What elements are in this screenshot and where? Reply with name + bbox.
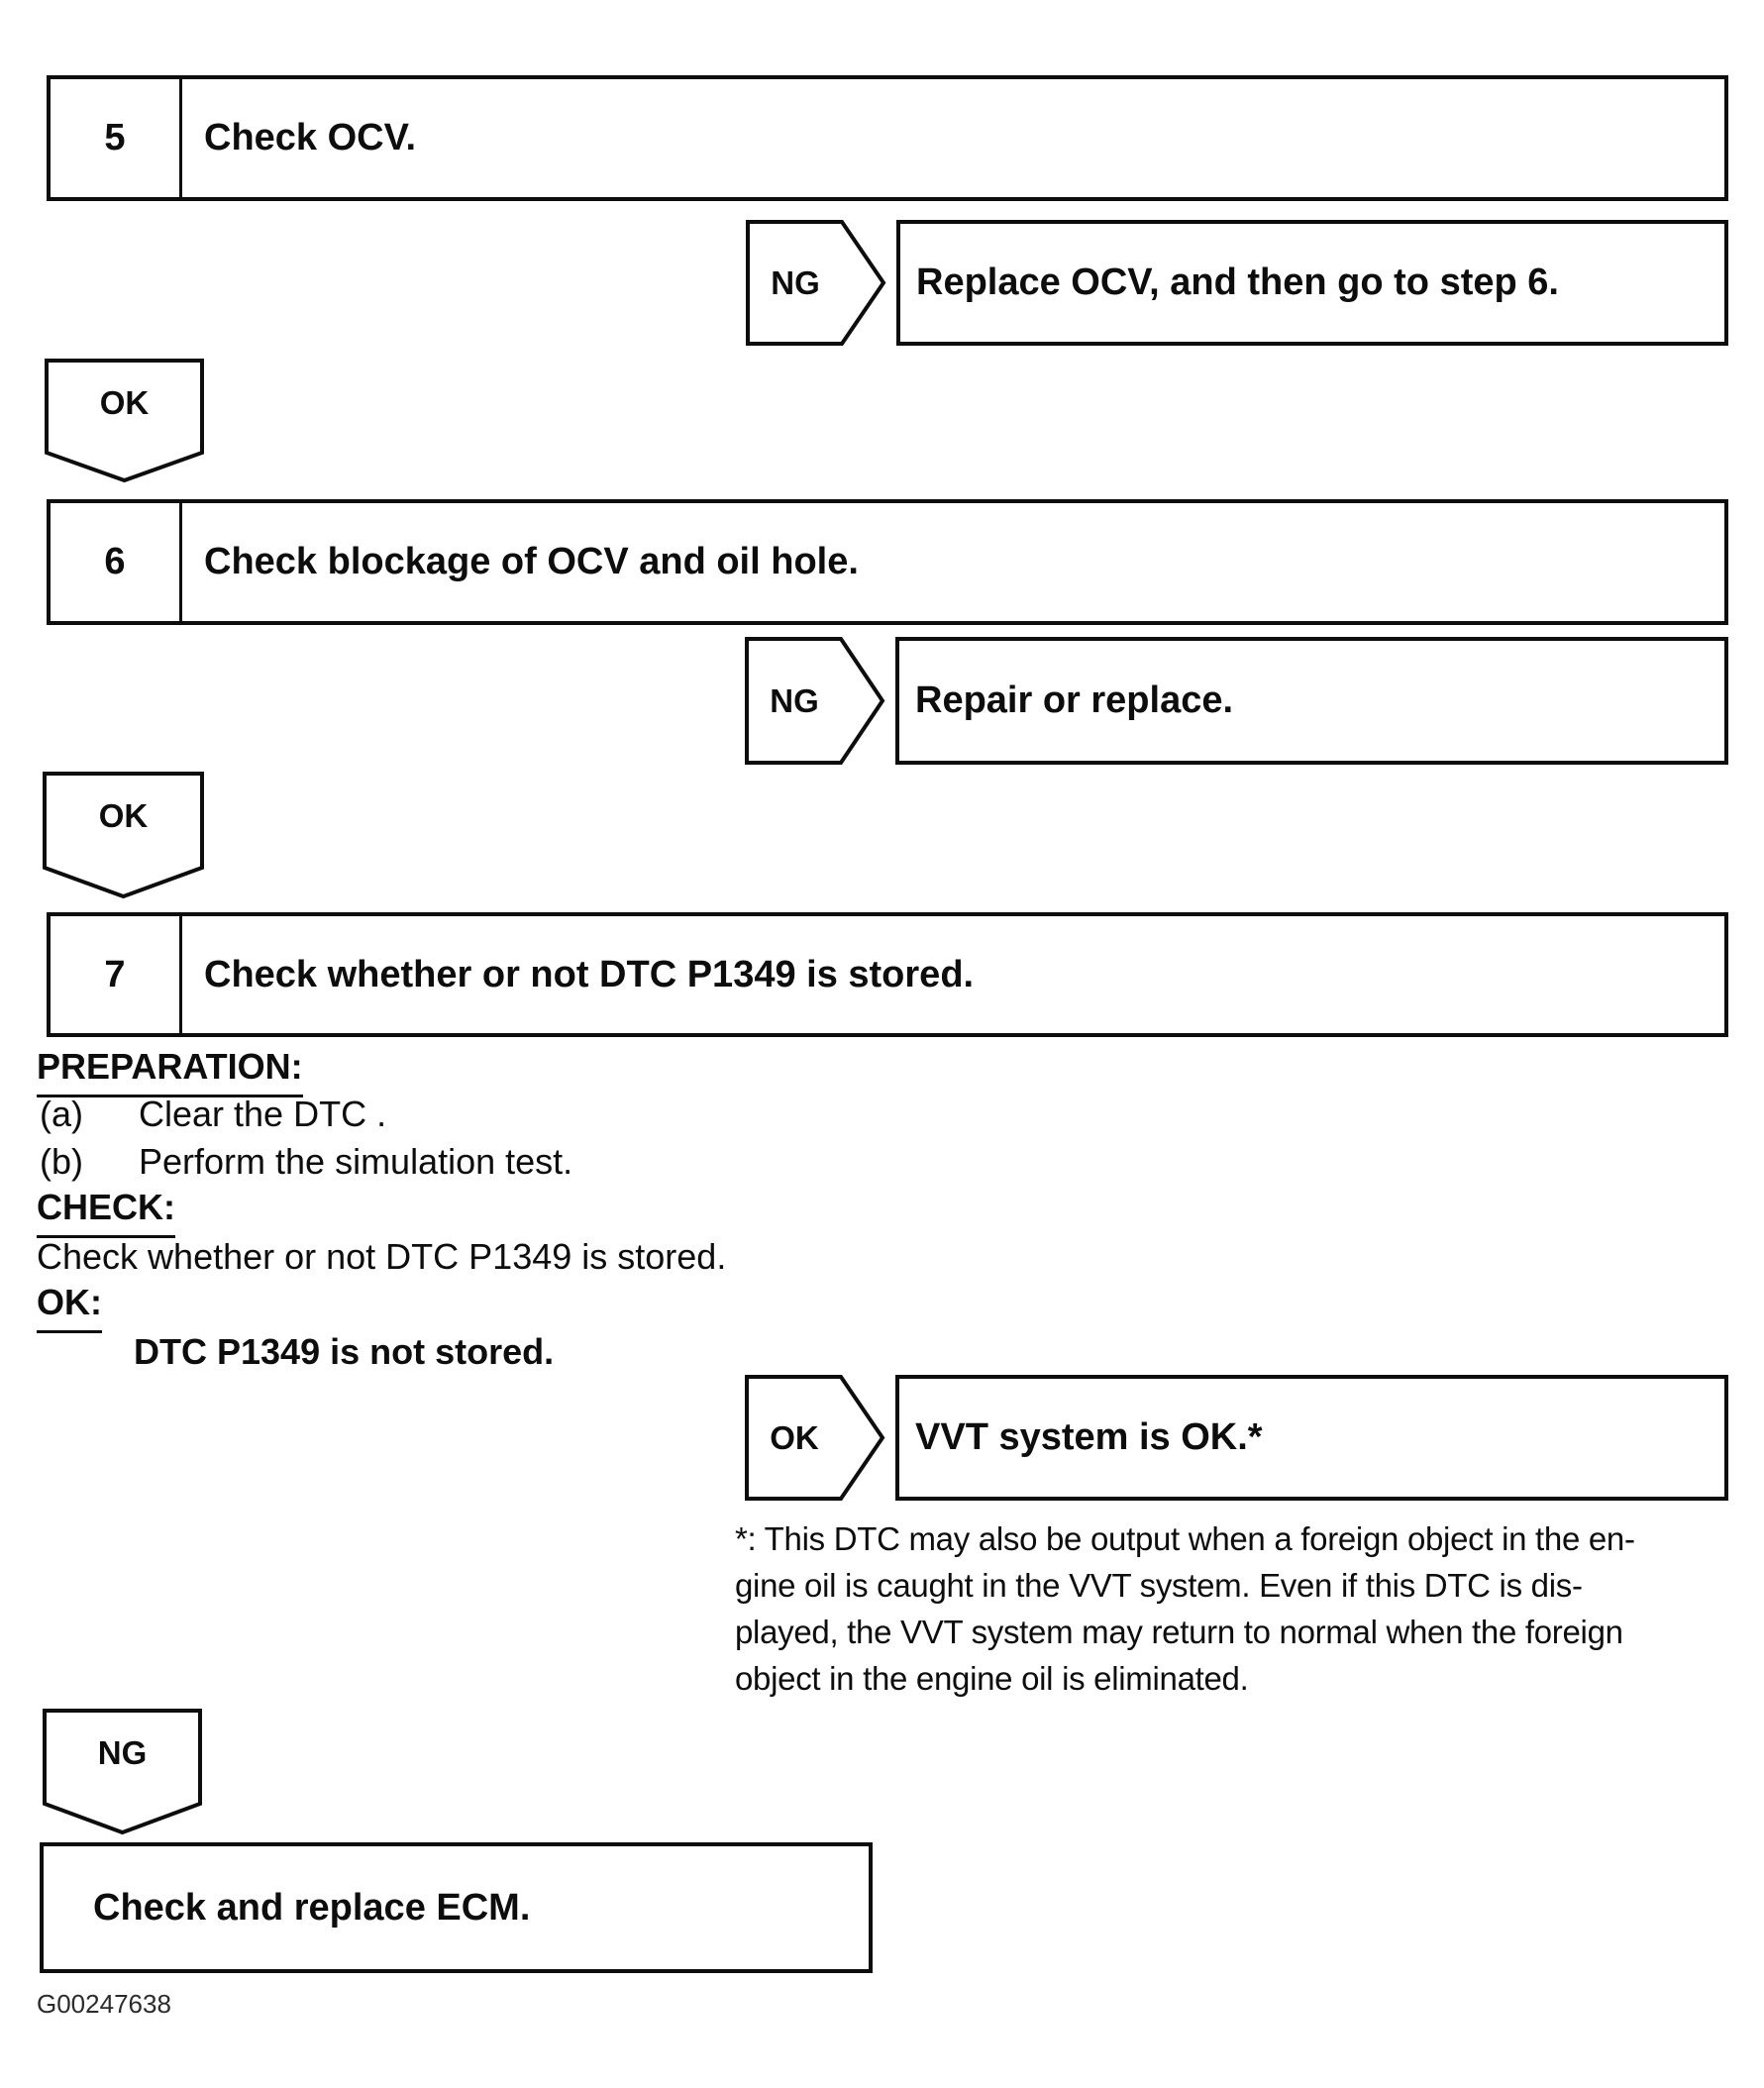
footnote-line: *: This DTC may also be output when a fo…	[735, 1520, 1635, 1557]
step-number: 6	[51, 503, 182, 621]
list-item-label: (b)	[40, 1141, 83, 1182]
result-text: VVT system is OK.*	[915, 1416, 1263, 1458]
step-box-6: 6 Check blockage of OCV and oil hole.	[47, 499, 1728, 625]
result-box-repair-replace: Repair or replace.	[895, 637, 1728, 765]
branch-label: NG	[771, 263, 820, 301]
step-title: Check whether or not DTC P1349 is stored…	[204, 953, 975, 995]
result-text: Replace OCV, and then go to step 6.	[916, 261, 1559, 303]
result-box-replace-ocv: Replace OCV, and then go to step 6.	[896, 220, 1728, 346]
step-box-7: 7 Check whether or not DTC P1349 is stor…	[47, 912, 1728, 1037]
ok-heading: OK:	[37, 1282, 102, 1333]
result-box-vvt-ok: VVT system is OK.*	[895, 1375, 1728, 1501]
step-title: Check OCV.	[204, 117, 417, 158]
branch-label: NG	[770, 681, 819, 719]
check-text: Check whether or not DTC P1349 is stored…	[37, 1236, 727, 1277]
step-number: 7	[51, 916, 182, 1033]
ng-branch-connector: NG	[745, 637, 885, 765]
final-box-check-replace-ecm: Check and replace ECM.	[40, 1842, 873, 1973]
right-arrow-pentagon-icon	[746, 220, 886, 346]
ok-connector-1: OK	[45, 359, 204, 483]
down-arrow-pentagon-icon	[43, 1709, 202, 1835]
footnote-line: object in the engine oil is eliminated.	[735, 1660, 1249, 1697]
figure-id: G00247638	[37, 1989, 171, 2019]
step-title: Check blockage of OCV and oil hole.	[204, 541, 859, 582]
ok-result-text: DTC P1349 is not stored.	[134, 1331, 555, 1372]
preparation-heading: PREPARATION:	[37, 1046, 303, 1097]
down-arrow-pentagon-icon	[45, 359, 204, 483]
ok-branch-connector: OK	[745, 1375, 885, 1501]
check-heading: CHECK:	[37, 1187, 175, 1238]
final-box-text: Check and replace ECM.	[93, 1886, 531, 1929]
step-number: 5	[51, 79, 182, 197]
right-arrow-pentagon-icon	[745, 637, 885, 765]
ng-connector-down: NG	[43, 1709, 202, 1835]
list-item-label: (a)	[40, 1094, 83, 1134]
down-arrow-pentagon-icon	[43, 772, 204, 899]
connector-label: NG	[97, 1734, 148, 1771]
footnote-line: gine oil is caught in the VVT system. Ev…	[735, 1567, 1583, 1604]
connector-label: OK	[99, 384, 150, 421]
result-text: Repair or replace.	[915, 679, 1234, 721]
branch-label: OK	[770, 1418, 819, 1456]
list-item-text: Perform the simulation test.	[139, 1141, 573, 1182]
footnote: *: This DTC may also be output when a fo…	[735, 1515, 1635, 1702]
ng-branch-connector: NG	[746, 220, 886, 346]
list-item-text: Clear the DTC .	[139, 1094, 387, 1134]
step-box-5: 5 Check OCV.	[47, 75, 1728, 201]
footnote-line: played, the VVT system may return to nor…	[735, 1614, 1623, 1650]
connector-label: OK	[98, 797, 149, 834]
right-arrow-pentagon-icon	[745, 1375, 885, 1501]
ok-connector-2: OK	[43, 772, 204, 899]
